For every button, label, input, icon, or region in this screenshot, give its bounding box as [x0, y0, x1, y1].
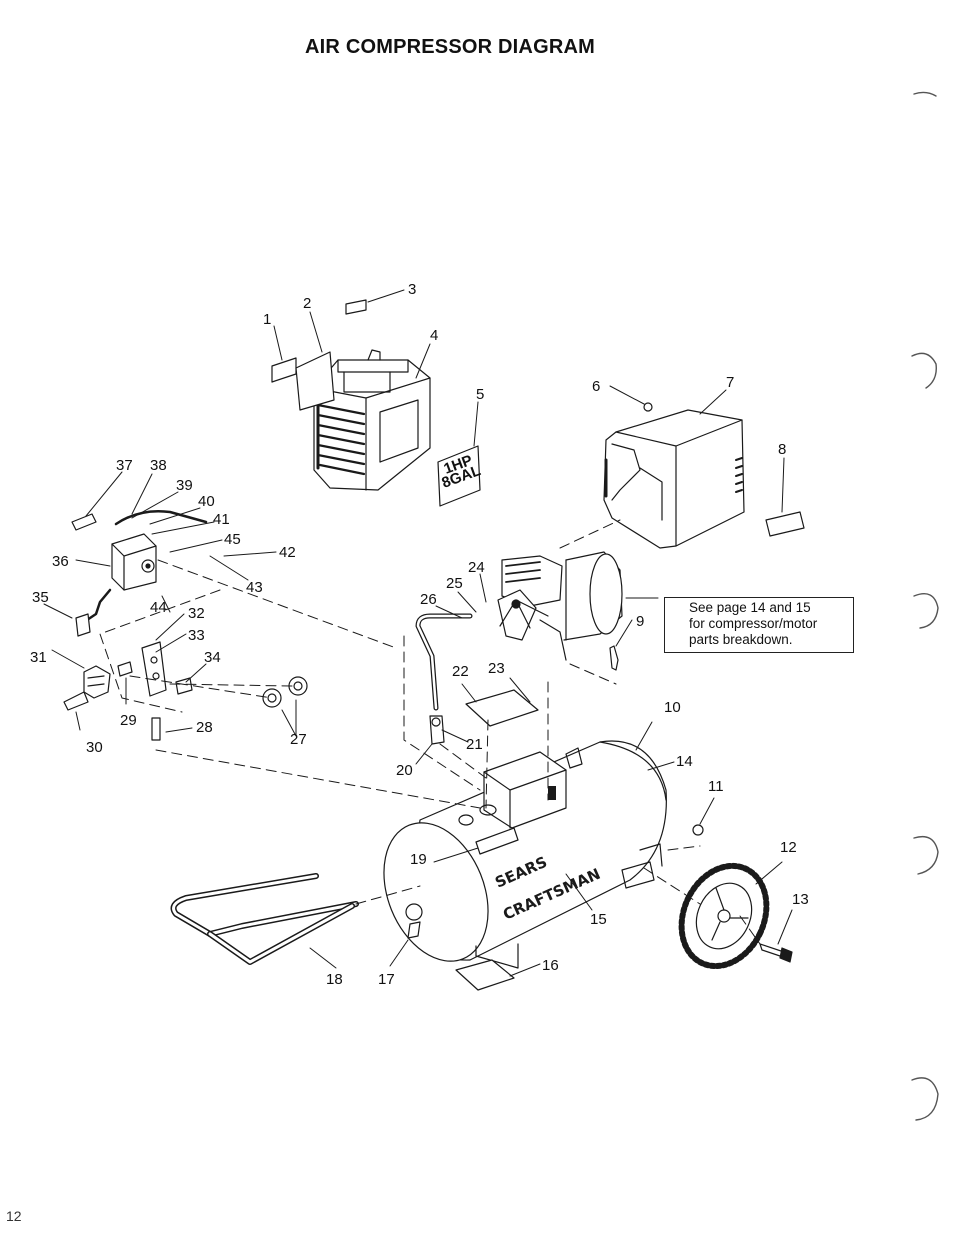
callout-29: 29 [120, 712, 137, 729]
gauge-part-27 [262, 676, 308, 708]
callout-8: 8 [778, 441, 786, 458]
callout-1: 1 [263, 311, 271, 328]
callout-25: 25 [446, 575, 463, 592]
callout-42: 42 [279, 544, 296, 561]
callout-11: 11 [708, 778, 724, 795]
callout-28: 28 [196, 719, 213, 736]
compressor-motor-part [497, 551, 623, 661]
decal-part-5: 1HP 8GAL [437, 445, 483, 507]
callout-23: 23 [488, 660, 505, 677]
bolt-part-9 [609, 645, 619, 671]
callout-13: 13 [792, 891, 809, 908]
callout-37: 37 [116, 457, 133, 474]
callout-27: 27 [290, 731, 307, 748]
callout-32: 32 [188, 605, 205, 622]
label-part-3 [345, 299, 367, 315]
callout-21: 21 [466, 736, 483, 753]
callout-38: 38 [150, 457, 167, 474]
callout-14: 14 [676, 753, 693, 770]
callout-6: 6 [592, 378, 600, 395]
callout-numbers: 1 2 3 4 5 6 7 8 9 10 11 12 13 14 15 16 1… [30, 281, 809, 988]
nut-part-11 [692, 824, 704, 836]
callout-7: 7 [726, 374, 734, 391]
cord-plug-icon [75, 613, 91, 637]
callout-40: 40 [198, 493, 215, 510]
callout-45: 45 [224, 531, 241, 548]
callout-3: 3 [408, 281, 416, 298]
callout-12: 12 [780, 839, 797, 856]
parts-breakdown-note: See page 14 and 15 for compressor/motor … [664, 597, 854, 653]
assembly-dashed-lines [99, 519, 761, 945]
callout-34: 34 [204, 649, 221, 666]
rubber-foot-part [455, 959, 515, 991]
motor-cover-part [603, 409, 745, 549]
pressure-switch-part [111, 533, 157, 591]
fitting-part-28 [151, 717, 161, 741]
hose-part-38 [114, 510, 208, 526]
fitting-part-20-21 [429, 715, 445, 745]
shroud-part [313, 349, 431, 491]
label-part-8 [765, 511, 805, 537]
label-part-37 [71, 513, 97, 531]
callout-2: 2 [303, 295, 311, 312]
callout-15: 15 [590, 911, 607, 928]
callout-26: 26 [420, 591, 437, 608]
callout-16: 16 [542, 957, 559, 974]
binder-hole-marks [911, 91, 939, 1121]
fitting-part-29 [117, 661, 133, 677]
callout-39: 39 [176, 477, 193, 494]
callout-30: 30 [86, 739, 103, 756]
callout-36: 36 [52, 553, 69, 570]
nut-part-6 [643, 402, 653, 412]
callout-17: 17 [378, 971, 395, 988]
manifold-part [63, 641, 167, 711]
callout-19: 19 [410, 851, 427, 868]
plate-part-22 [465, 689, 539, 727]
callout-9: 9 [636, 613, 644, 630]
power-cord-part [82, 588, 112, 624]
page-title: AIR COMPRESSOR DIAGRAM [305, 36, 595, 58]
callout-20: 20 [396, 762, 413, 779]
label-part-1 [271, 357, 297, 383]
fitting-part-34 [175, 677, 193, 695]
label-part-2 [295, 351, 335, 411]
outlet-tube-part [415, 613, 473, 711]
callout-33: 33 [188, 627, 205, 644]
callout-41: 41 [213, 511, 230, 528]
note-line-2: for compressor/motor [689, 616, 818, 631]
wheel-part [678, 862, 770, 970]
callout-10: 10 [664, 699, 681, 716]
leader-lines [43, 289, 793, 977]
callout-22: 22 [452, 663, 469, 680]
callout-18: 18 [326, 971, 343, 988]
note-line-3: parts breakdown. [689, 632, 793, 647]
callout-35: 35 [32, 589, 49, 606]
air-tank-part [383, 740, 667, 969]
callout-31: 31 [30, 649, 47, 666]
callout-4: 4 [430, 327, 438, 344]
note-line-1: See page 14 and 15 [689, 600, 811, 615]
callout-5: 5 [476, 386, 484, 403]
callout-43: 43 [246, 579, 263, 596]
page-number: 12 [6, 1208, 22, 1224]
callout-24: 24 [468, 559, 485, 576]
handle-part [170, 873, 359, 965]
axle-bolt-head-icon [779, 947, 793, 963]
callout-44: 44 [150, 599, 167, 616]
